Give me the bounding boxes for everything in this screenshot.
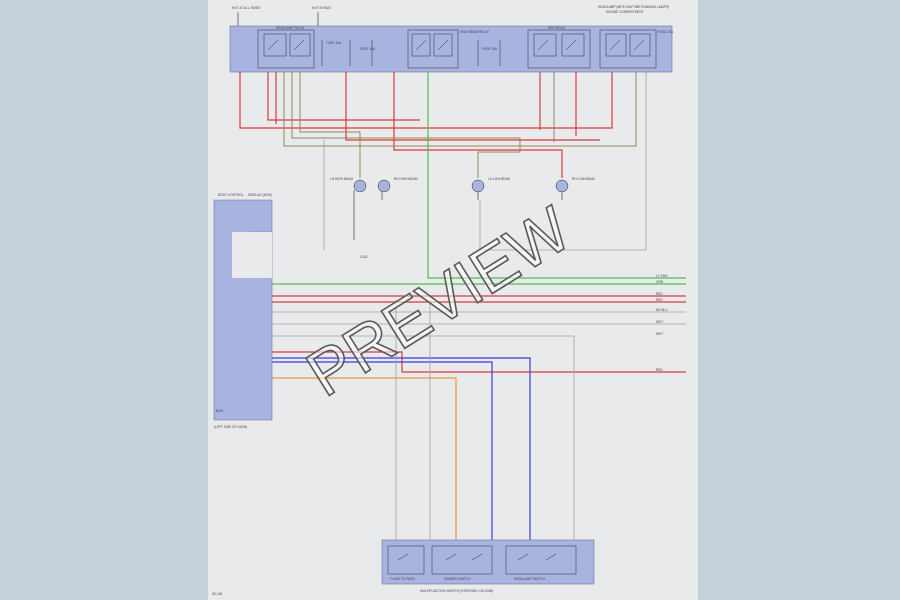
bcm-module-notch [232, 232, 272, 278]
switch-3-label: HEADLAMP SWITCH [514, 577, 546, 581]
header-title-2: ENGINE COMPARTMENT [606, 10, 644, 14]
switch-1-label: FLASH TO PASS [390, 577, 415, 581]
right-wire-label: RED [656, 368, 663, 372]
lamp-2-icon [377, 179, 391, 193]
lamp-3-label: LH LOW BEAM [488, 177, 510, 181]
headlamp-group [353, 179, 569, 193]
top-relay-box [229, 25, 673, 73]
lamp-2-label: RH HIGH BEAM [394, 177, 418, 181]
right-wire-labels: LT GRN GRN RED RED DK BLU WHT WHT RED [656, 274, 668, 372]
header-supply-1: HOT AT ALL TIMES [232, 6, 260, 10]
fuse-1-label: FUSE 10A [326, 41, 342, 45]
lamp-3-icon [471, 179, 485, 193]
lamp-1-label: LH HIGH BEAM [330, 177, 353, 181]
relay-3-label: DRL RELAY [548, 26, 566, 30]
wires-gray [256, 72, 686, 540]
ground-note: G101 [360, 255, 368, 259]
wires-green [256, 72, 686, 285]
right-wire-label: WHT [656, 320, 663, 324]
top-box-internals [257, 29, 657, 69]
right-wire-label: RED [656, 292, 663, 296]
wires-blue [256, 357, 531, 540]
lamp-1-icon [353, 179, 367, 193]
wires-orange [256, 377, 457, 540]
header-supply-2: HOT IN RUN [312, 6, 331, 10]
header-title-1: HEADLAMP (WITH DAYTIME RUNNING LAMPS) [598, 5, 669, 9]
switch-box-footer: MULTIFUNCTION SWITCH (STEERING COLUMN) [420, 589, 493, 593]
relay-2-label: HIGH BEAM RELAY [460, 30, 490, 34]
supply-lines [237, 12, 319, 26]
relay-1-label: HEADLAMP RELAY [276, 26, 305, 30]
switch-internals [387, 545, 577, 575]
fuse-2-label: FUSE 15A [360, 47, 376, 51]
bcm-footer-2: (LEFT SIDE OF DASH) [214, 425, 247, 429]
right-wire-label: LT GRN [656, 274, 668, 278]
fuse-3-label: FUSE 15A [482, 47, 498, 51]
lamp-4-icon [555, 179, 569, 193]
right-wire-label: WHT [656, 332, 663, 336]
fuse-4-label: FUSE 10A [658, 30, 674, 34]
bcm-title-1: BODY CONTROL [218, 193, 244, 197]
right-wire-label: RED [656, 298, 663, 302]
right-wire-label: DK BLU [656, 308, 668, 312]
switch-2-label: DIMMER SWITCH [444, 577, 471, 581]
multifunction-switch-box [381, 539, 595, 585]
bcm-title-2: MODULE (BCM) [248, 193, 272, 197]
wires-black [227, 190, 563, 240]
bcm-footer-1: BCM [216, 409, 223, 413]
lamp-4-label: RH LOW BEAM [572, 177, 595, 181]
diagram-sheet [208, 0, 698, 600]
wires-red [239, 72, 686, 373]
right-wire-label: GRN [656, 280, 664, 284]
page-number: 6E-100 [212, 592, 223, 596]
wires-olive [283, 72, 637, 178]
